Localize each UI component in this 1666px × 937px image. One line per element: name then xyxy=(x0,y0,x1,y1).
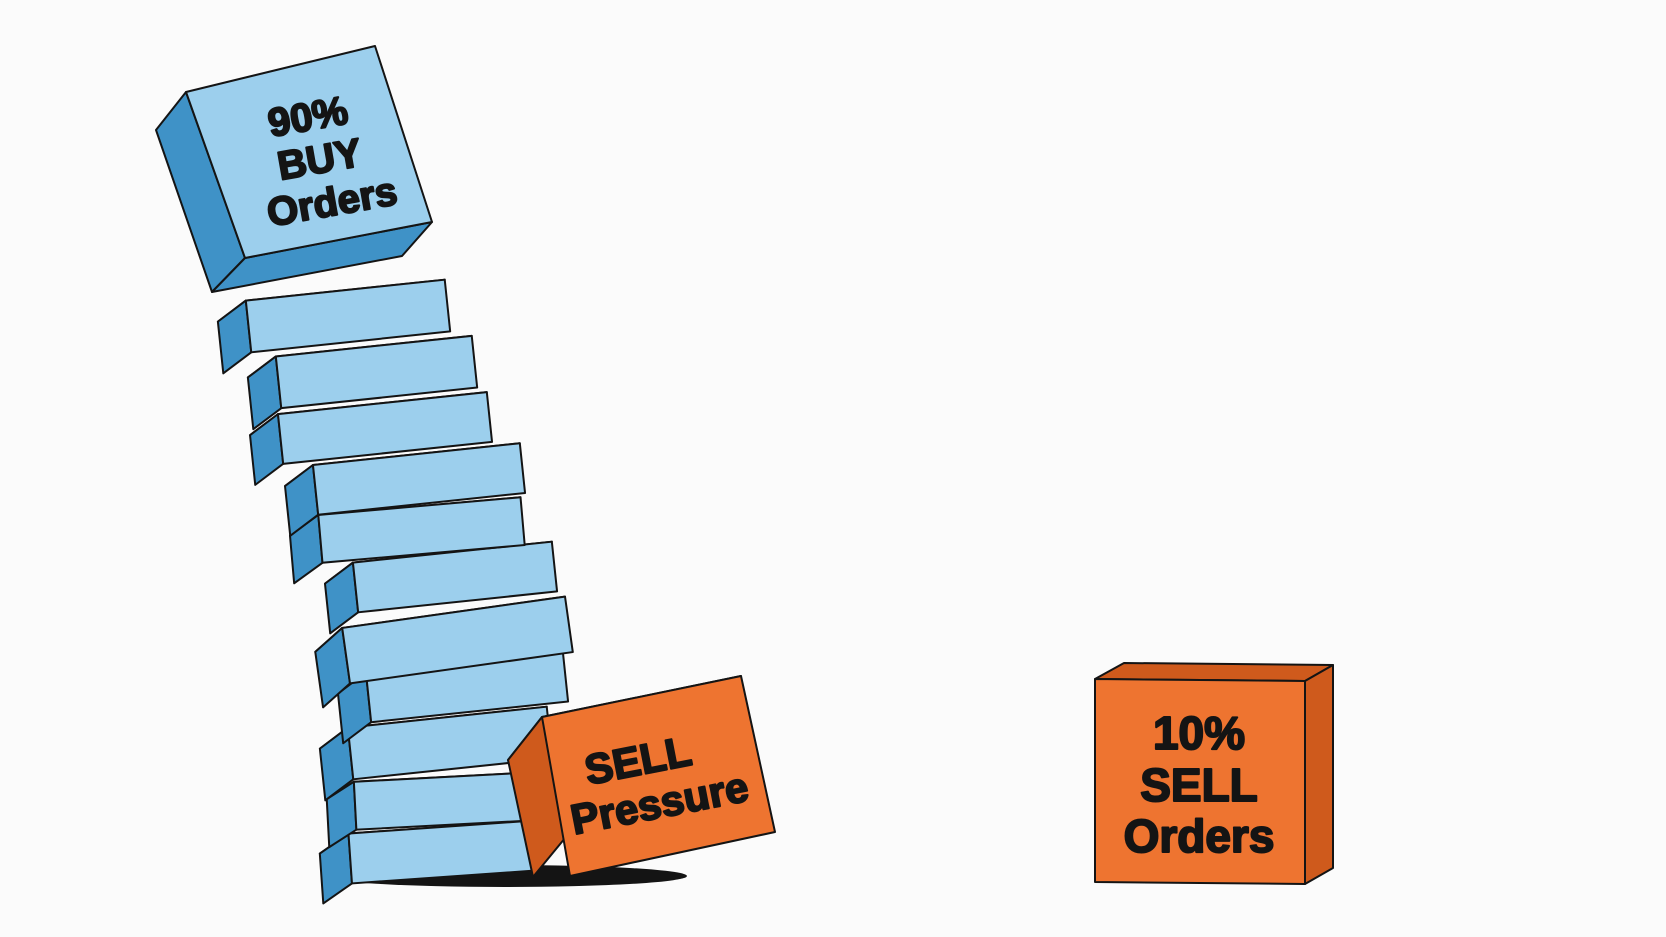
buy-stack-block xyxy=(288,496,526,585)
sell-orders-block-top xyxy=(1094,662,1334,682)
buy-top-block-front xyxy=(185,45,433,259)
buy-stack-block xyxy=(249,391,494,486)
buy-stack-block xyxy=(323,540,559,635)
buy-stack-block xyxy=(314,595,574,709)
buy-stack-block-front xyxy=(244,278,452,354)
buy-stack-block-front xyxy=(274,334,479,410)
buy-stack-block-front xyxy=(276,391,494,465)
buy-stack-block xyxy=(318,819,538,905)
sell-pressure-block-front xyxy=(541,675,776,877)
sell-orders-line2: SELL xyxy=(1140,759,1258,811)
buy-stack-block-front xyxy=(352,771,538,831)
buy-stack-block xyxy=(284,442,527,537)
sell-orders-line1: 10% xyxy=(1153,707,1245,759)
sell-orders-block-side xyxy=(1304,664,1334,885)
buy-stack-block xyxy=(216,278,452,375)
sell-pressure-block: SELL Pressure xyxy=(507,675,776,878)
sell-orders-block: 10% SELL Orders xyxy=(1094,662,1334,885)
buy-stack-block xyxy=(325,771,538,849)
buy-stack-block-front xyxy=(317,496,526,564)
buy-stack-block xyxy=(246,334,479,431)
sell-orders-line3: Orders xyxy=(1124,810,1275,862)
buy-stack-block-front xyxy=(341,595,574,685)
buy-order-stack xyxy=(216,278,574,905)
buy-stack-block-front xyxy=(311,442,527,516)
buy-top-block: 90% BUY Orders xyxy=(155,45,433,293)
sell-orders-block-front xyxy=(1094,678,1306,885)
buy-stack-block xyxy=(318,705,554,802)
